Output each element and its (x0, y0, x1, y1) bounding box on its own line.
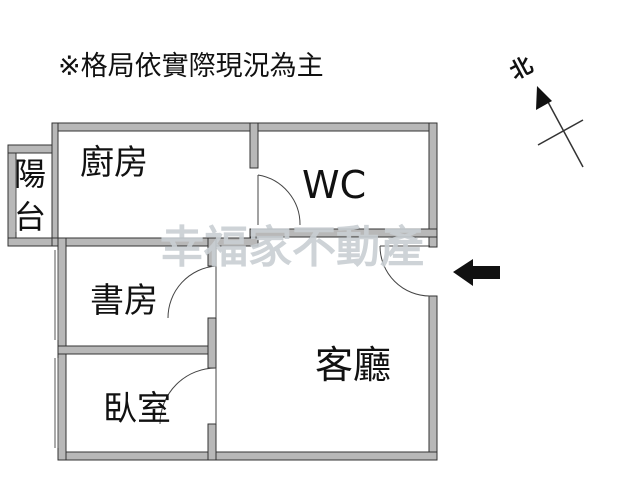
door-swings (159, 174, 431, 425)
entrance-arrow-icon (453, 259, 500, 286)
kitchen-label: 廚房 (80, 143, 148, 183)
north-arrow-icon (536, 86, 584, 168)
living-room-label: 客廳 (315, 343, 391, 387)
watermark-text: 幸福家不動產 (160, 222, 424, 273)
windows (15, 160, 59, 448)
layout-disclaimer: ※格局依實際現況為主 (58, 51, 324, 82)
study-label: 書房 (90, 281, 158, 321)
wc-label: WC (302, 163, 366, 207)
balcony-label-1: 陽 (14, 155, 46, 193)
walls (7, 122, 438, 461)
balcony-label-2: 台 (14, 198, 46, 236)
north-label: 北 (506, 53, 537, 85)
bedroom-label: 臥室 (103, 389, 171, 429)
